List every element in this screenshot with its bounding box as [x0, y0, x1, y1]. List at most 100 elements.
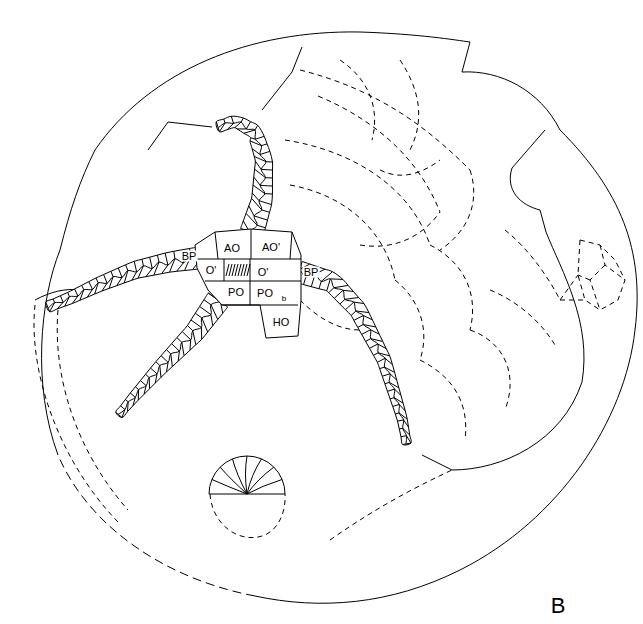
arm-plate-edge — [122, 409, 125, 417]
arm-plate-edge — [161, 356, 168, 363]
arm-plate-edge — [382, 374, 390, 376]
plate-label: AO' — [261, 242, 281, 253]
arm-plate-edge — [362, 330, 371, 335]
arm-plate-edge — [261, 169, 272, 171]
arm-plate-edge — [246, 122, 250, 129]
arm-plate-edge — [262, 210, 270, 212]
arm-plate-edge — [133, 397, 135, 405]
arm-plate-edge — [150, 257, 153, 268]
arm-plate-edge — [132, 272, 137, 280]
arm-plate-edge — [187, 326, 192, 331]
arm-plate-edge — [265, 177, 272, 178]
arm-plate-edge — [304, 277, 306, 285]
hatch-stroke — [241, 264, 244, 276]
arm-plate-edge — [127, 402, 129, 412]
arm-plate-edge — [321, 272, 332, 282]
arm-plate-edge — [130, 393, 135, 397]
fan-outline — [209, 456, 285, 494]
arm-plate-edge — [82, 285, 84, 289]
arm-plate-edge — [356, 311, 369, 313]
arm-plate-edge — [104, 275, 107, 284]
arm-plate-edge — [373, 353, 378, 355]
arm-plate-edge — [154, 262, 159, 275]
arm-plate-edge — [260, 151, 270, 154]
arm-plate-edge — [195, 313, 202, 318]
arm-plate-edge — [366, 339, 371, 342]
arm-plate-edge — [327, 279, 331, 291]
arm-plate-edge — [403, 443, 406, 445]
arm-plate-edge — [118, 414, 122, 417]
panel-letter: B — [550, 595, 567, 617]
arm-plate-edge — [252, 193, 259, 201]
arm-plate-edge — [177, 263, 184, 272]
arm-plate-edge — [384, 367, 394, 372]
arm-plate-edge — [219, 123, 225, 132]
arm-plate-edge — [102, 283, 107, 291]
arm-plates — [46, 116, 412, 445]
fan-rib — [247, 467, 274, 494]
arm-plate-edge — [162, 265, 168, 274]
arm-plate-edge — [241, 118, 243, 122]
arm-plate-edge — [142, 259, 143, 266]
hatch-stroke — [226, 264, 229, 276]
arm-plate-edge — [252, 198, 262, 210]
arm-plate-edge — [134, 261, 136, 272]
arm-plate-edge — [224, 119, 225, 123]
arm-plate-edge — [125, 399, 128, 401]
arm-plate-edge — [193, 331, 196, 345]
arm-plate-edge — [202, 318, 208, 332]
arm-plate-edge — [124, 271, 128, 283]
arm-plate-edge — [201, 327, 202, 339]
arm-plate-edge — [116, 412, 118, 414]
arm-plate-edge — [68, 292, 70, 296]
plate-label: BP — [181, 251, 198, 262]
arm-plate-edge — [87, 289, 92, 297]
arm-plate-edge — [117, 277, 122, 285]
arm-plate-edge — [387, 389, 394, 391]
arm-plate-edge — [118, 268, 122, 277]
fan-fossil — [209, 456, 285, 494]
arm-plate-edge — [330, 278, 343, 280]
arm-plate-edge — [227, 123, 233, 129]
arm-plate-edge — [72, 296, 78, 304]
arm-plate-edge — [385, 358, 392, 364]
arm-plate-edge — [254, 216, 267, 220]
hatch-stroke — [247, 264, 250, 276]
arm-plate-edge — [254, 177, 261, 185]
arm-plate-edge — [378, 344, 386, 349]
arm-plate-edge — [75, 289, 78, 296]
arm-plate-edge — [170, 259, 175, 272]
arm-plate-edge — [155, 374, 157, 383]
arm-plate-edge — [253, 185, 265, 194]
fan-outline-dashed — [210, 494, 285, 538]
arm-plate-edge — [109, 277, 113, 289]
arm-plate-edge — [255, 136, 264, 139]
arm-plate-edge — [200, 306, 211, 314]
arm-plate-edge — [135, 387, 138, 390]
arm-plate-edge — [235, 122, 241, 127]
arm-plate-edge — [358, 325, 363, 328]
hatch-stroke — [238, 264, 241, 276]
arm-plate-edge — [354, 316, 363, 321]
arm-plate-edge — [111, 271, 113, 276]
plate-label: PO — [256, 288, 274, 299]
arm-plate-edge — [340, 299, 345, 304]
arm-plate-edge — [145, 374, 149, 377]
arm-plate-edge — [174, 251, 175, 259]
plate-label: O' — [257, 267, 270, 278]
arm-plate-edge — [371, 330, 380, 334]
arm-plate-edge — [216, 122, 218, 128]
arm-plate-edge — [363, 316, 372, 320]
arm-plate-edge — [261, 144, 267, 146]
hatch-stroke — [244, 264, 247, 276]
arm-plate-edge — [191, 320, 201, 328]
arm-plate-edge — [244, 130, 255, 133]
arm-plate-edge — [89, 282, 93, 290]
arm-band — [116, 293, 228, 418]
arm-plate-edge — [403, 428, 410, 435]
arm-plate-edge — [406, 436, 411, 443]
arm-plate-edge — [156, 362, 160, 366]
plate-label: AO — [223, 243, 241, 254]
arm-plate-edge — [95, 283, 99, 294]
